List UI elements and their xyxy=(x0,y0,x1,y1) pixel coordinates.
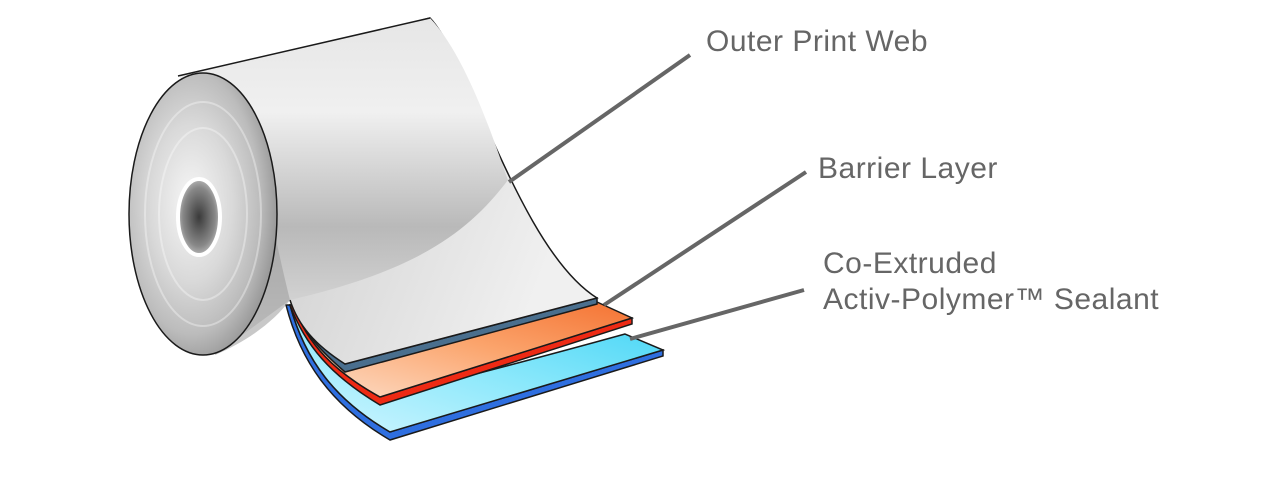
roll-top-edge xyxy=(177,17,431,77)
leader-line-outer-print-web xyxy=(507,53,692,184)
leader-lines xyxy=(507,53,808,341)
label-sealant: Co-Extruded Activ-Polymer™ Sealant xyxy=(823,246,1159,318)
label-outer-print-web: Outer Print Web xyxy=(706,25,929,58)
label-sealant-line-1: Co-Extruded xyxy=(823,247,997,280)
film-roll xyxy=(128,17,508,356)
label-barrier-layer: Barrier Layer xyxy=(818,152,998,185)
leader-line-sealant xyxy=(629,288,805,341)
label-sealant-line-2: Activ-Polymer™ Sealant xyxy=(823,283,1160,316)
leader-line-barrier-layer xyxy=(602,170,808,307)
roll-core xyxy=(176,177,222,257)
roll-wound-ring xyxy=(144,101,262,327)
roll-wound-ring xyxy=(158,127,248,301)
